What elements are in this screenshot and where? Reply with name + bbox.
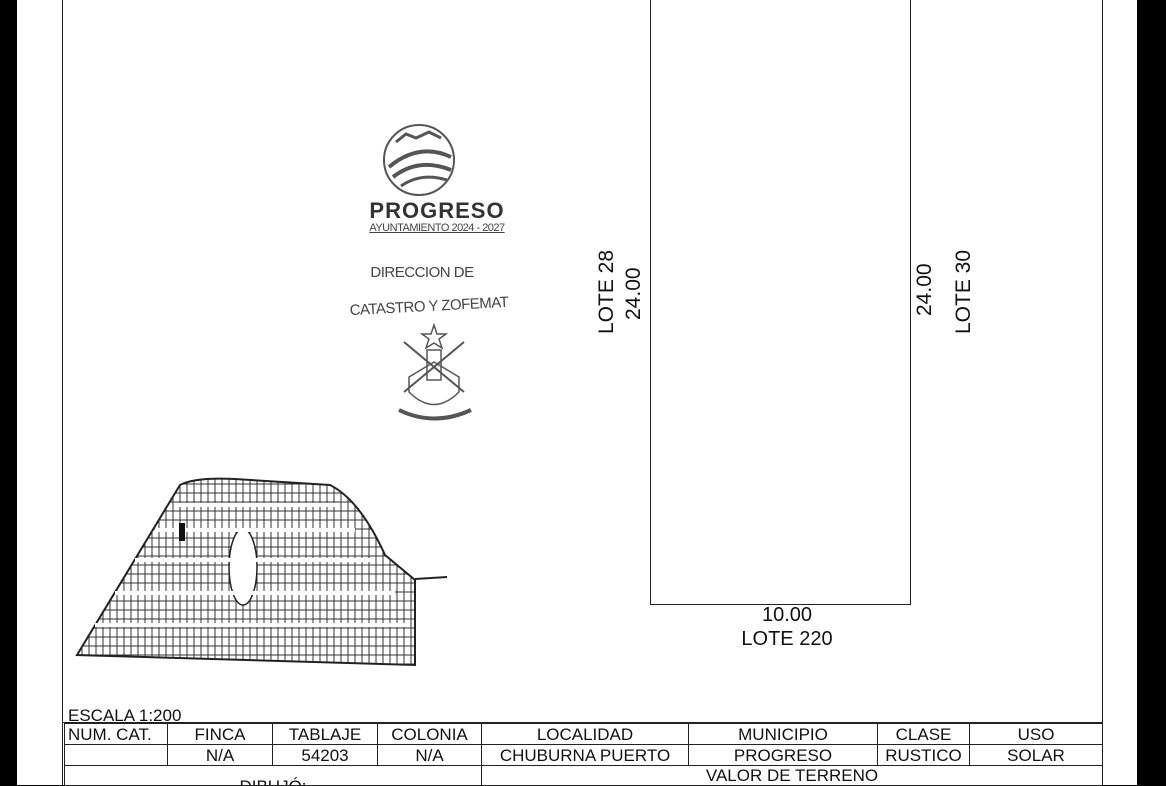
- property-info-table: NUM. CAT. FINCA TABLAJE COLONIA LOCALIDA…: [64, 723, 1103, 786]
- progreso-logo-icon: [383, 124, 455, 196]
- value-colonia: N/A: [377, 744, 482, 766]
- document-page: PROGRESO AYUNTAMIENTO 2024 - 2027 DIRECC…: [17, 0, 1137, 786]
- header-num-cat: NUM. CAT.: [64, 723, 168, 745]
- stamp-line2: CATASTRO Y ZOFEMAT: [349, 293, 509, 320]
- header-colonia: COLONIA: [377, 723, 482, 745]
- page-border-left: [62, 0, 63, 785]
- value-tablaje: 54203: [272, 744, 378, 766]
- stamp-subtitle: AYUNTAMIENTO 2024 - 2027: [369, 222, 505, 234]
- value-uso: SOLAR: [969, 744, 1103, 766]
- right-dimension: 24.00: [913, 263, 936, 316]
- left-dimension: 24.00: [622, 267, 645, 320]
- scale-label: ESCALA 1:200: [68, 706, 182, 725]
- bottom-lot-label: LOTE 220: [741, 628, 833, 650]
- page-border-right: [1102, 0, 1103, 785]
- header-finca: FINCA: [167, 723, 273, 745]
- header-localidad: LOCALIDAD: [481, 723, 689, 745]
- lot-location-marker: [179, 523, 185, 541]
- table-top-rule: [62, 722, 1103, 723]
- stamp-line1: DIRECCION DE: [370, 264, 474, 281]
- drew-by-label: DIBUJÓ:: [239, 777, 306, 785]
- value-finca: N/A: [167, 744, 273, 766]
- coat-of-arms-icon: [398, 322, 472, 421]
- left-lot-label: LOTE 28: [595, 249, 618, 334]
- location-map: [75, 477, 448, 667]
- header-clase: CLASE: [877, 723, 970, 745]
- table-header-row: NUM. CAT. FINCA TABLAJE COLONIA LOCALIDA…: [64, 723, 1103, 745]
- value-clase: RUSTICO: [877, 744, 970, 766]
- table-footer-row: DIBUJÓ: VALOR DE TERRENO: [64, 765, 1103, 786]
- right-lot-label: LOTE 30: [952, 249, 975, 334]
- drew-by-cell: DIBUJÓ:: [64, 765, 482, 786]
- bottom-dimension: 10.00: [761, 604, 813, 626]
- header-uso: USO: [969, 723, 1103, 745]
- stamp-brand: PROGRESO: [369, 198, 505, 223]
- header-tablaje: TABLAJE: [272, 723, 378, 745]
- value-municipio: PROGRESO: [688, 744, 878, 766]
- value-num-cat: [64, 744, 168, 766]
- lot-outline: [650, 0, 911, 605]
- value-localidad: CHUBURNA PUERTO: [481, 744, 689, 766]
- land-value-label: VALOR DE TERRENO: [481, 765, 1103, 786]
- table-value-row: N/A 54203 N/A CHUBURNA PUERTO PROGRESO R…: [64, 744, 1103, 766]
- header-municipio: MUNICIPIO: [688, 723, 878, 745]
